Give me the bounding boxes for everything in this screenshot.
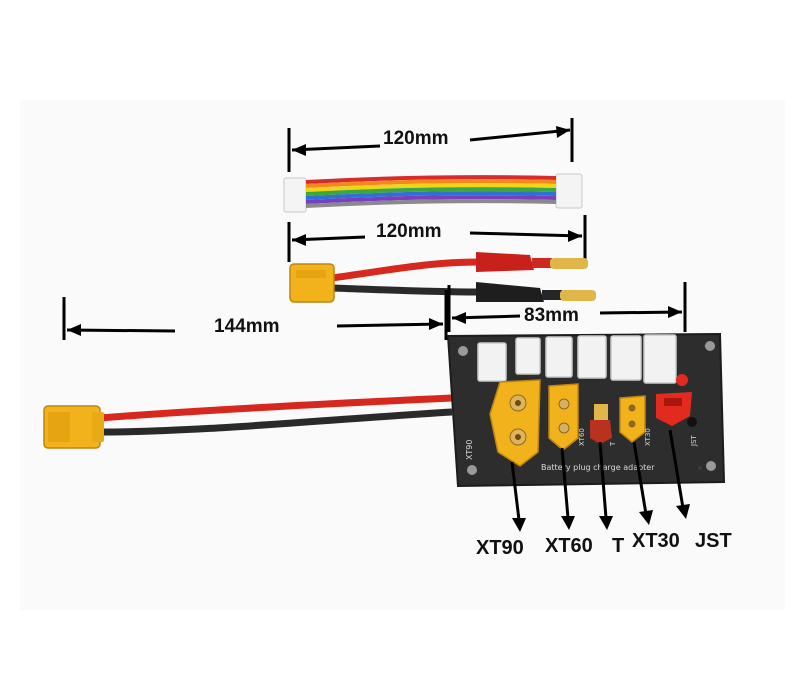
- xt30-socket: [619, 395, 646, 443]
- banana-lead-xt60-plug: [289, 263, 335, 303]
- banana-lead: [287, 215, 596, 303]
- mount-hole: [458, 346, 468, 356]
- xt60-socket: [548, 383, 579, 451]
- connector-label-xt30: XT30: [632, 530, 680, 552]
- board-port-label: T: [609, 441, 617, 447]
- mount-hole: [705, 341, 715, 351]
- banana-plug-red: [476, 252, 588, 272]
- jst-socket: [656, 374, 697, 427]
- board-port-label: XT30: [644, 428, 652, 446]
- dimension-label-balance-lead: 120mm: [383, 128, 449, 149]
- connector-label-t: T: [612, 535, 625, 557]
- board-caption: Battery plug charge adapter: [541, 463, 655, 472]
- mount-hole: [706, 461, 716, 471]
- dimension-144mm: [62, 290, 448, 340]
- connector-label-xt60: XT60: [545, 535, 593, 557]
- xt90-socket: [489, 379, 541, 467]
- balance-plug-left: [283, 177, 307, 213]
- connector-label-jst: JST: [695, 530, 732, 552]
- dimension-label-xt60-lead: 144mm: [214, 316, 280, 337]
- banana-plug-black: [476, 282, 596, 302]
- balance-plug-right: [555, 173, 583, 209]
- adapter-board: XT90 Battery plug charge adapter XT60 T …: [446, 332, 726, 488]
- mount-hole: [467, 465, 477, 475]
- dimension-label-banana-lead: 120mm: [376, 221, 442, 242]
- balance-lead: [283, 118, 583, 213]
- board-xt90-label: XT90: [465, 440, 474, 460]
- rainbow-ribbon-wires: [305, 175, 557, 208]
- connector-pointers: [510, 429, 690, 532]
- dimension-83mm: [447, 282, 687, 332]
- board-port-label: JST: [690, 434, 698, 447]
- board-port-label: XT60: [578, 428, 586, 446]
- dimension-label-board-width: 83mm: [524, 305, 579, 326]
- t-plug-socket: [590, 404, 612, 444]
- balance-ports: [477, 334, 677, 384]
- connector-label-xt90: XT90: [476, 537, 524, 559]
- xt60-input-lead: [43, 394, 453, 449]
